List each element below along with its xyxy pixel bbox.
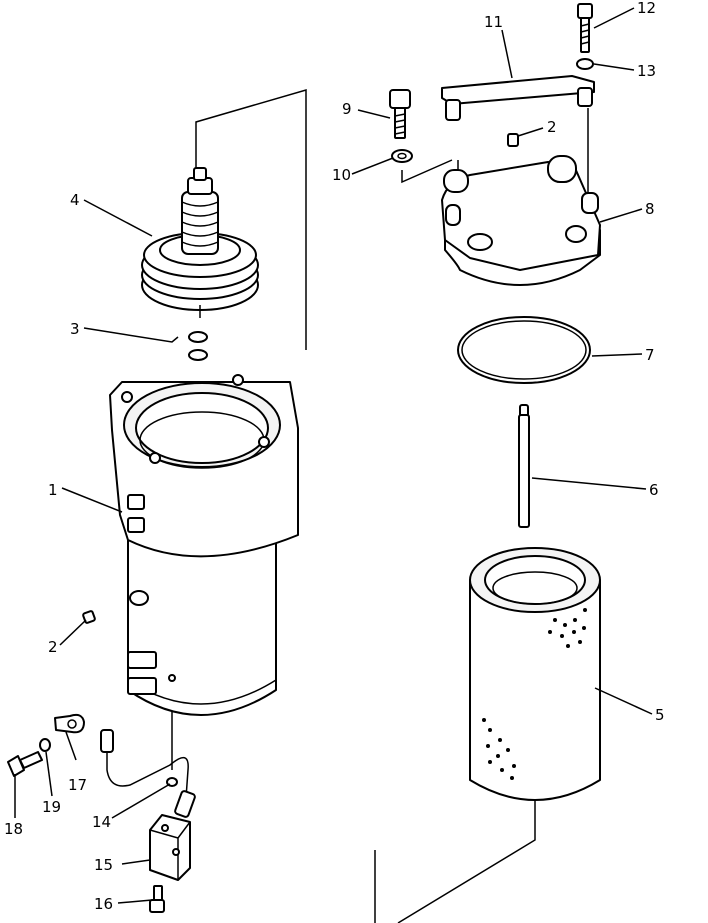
leader-lines [14, 7, 653, 904]
part-17-clamp [54, 713, 85, 734]
callout-8: 8 [645, 200, 655, 218]
filter-perforations [482, 608, 587, 780]
callout-2-right: 2 [547, 118, 557, 136]
part-12-bolt [577, 3, 593, 53]
part-11-lever [441, 75, 595, 121]
callout-17: 17 [68, 776, 87, 794]
callout-6: 6 [649, 481, 659, 499]
callout-9: 9 [342, 100, 352, 118]
callout-19: 19 [42, 798, 61, 816]
callout-4: 4 [70, 191, 80, 209]
callout-16: 16 [94, 895, 113, 913]
callout-12: 12 [637, 0, 656, 17]
part-19-washer [39, 738, 51, 752]
part-14-sensor-harness [100, 729, 196, 818]
part-13-washer [576, 58, 594, 70]
callout-3: 3 [70, 320, 80, 338]
part-2-plug-left [82, 610, 96, 624]
part-10-washer [391, 149, 413, 163]
part-1-filter-case [109, 374, 299, 716]
callout-18: 18 [4, 820, 23, 838]
part-9-bolt [389, 89, 411, 139]
callout-1: 1 [48, 481, 58, 499]
callout-11: 11 [484, 13, 503, 31]
part-16-screw [149, 885, 165, 913]
part-5-filter-element [469, 547, 601, 801]
callout-14: 14 [92, 813, 111, 831]
part-18-bolt [7, 751, 43, 777]
part-15-switch-block [149, 814, 191, 881]
part-8-cover [441, 155, 601, 286]
callout-15: 15 [94, 856, 113, 874]
part-3-o-rings [188, 331, 208, 361]
part-7-o-ring [457, 316, 591, 384]
callout-7: 7 [645, 346, 655, 364]
part-4-valve-assembly [141, 167, 259, 318]
callout-10: 10 [332, 166, 351, 184]
callout-labels: 1 2 2 3 4 5 6 7 8 9 10 11 12 13 14 15 16… [4, 0, 665, 913]
callout-5: 5 [655, 706, 665, 724]
part-6-center-rod [518, 404, 530, 528]
callout-2-left: 2 [48, 638, 58, 656]
callout-13: 13 [637, 62, 656, 80]
